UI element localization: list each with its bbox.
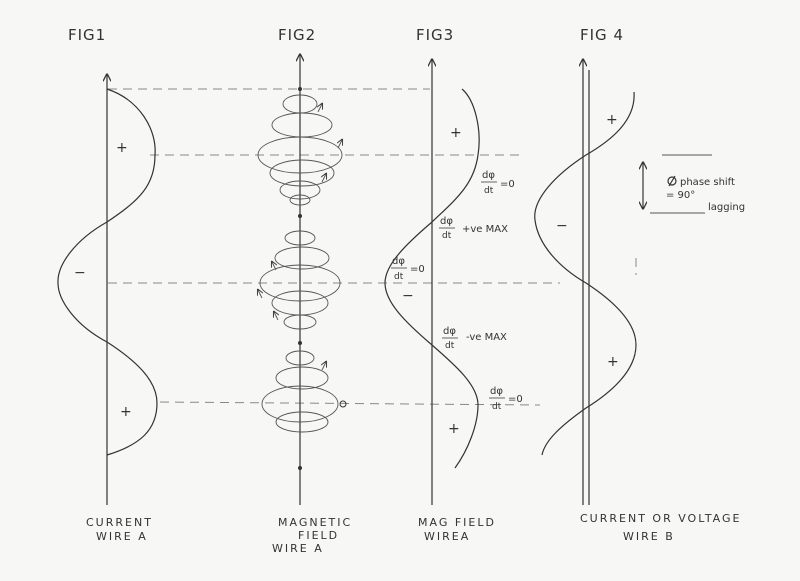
fig4-caption-line-2: WIRE B [623,530,675,543]
fig2-axis-node-2 [298,214,302,218]
fig3-dphi-label-2: dφ [440,216,453,227]
fig4-phase-shift-note: phase shift = 90° lagging [643,154,745,214]
phase-shift-lagging: lagging [708,202,745,213]
fig3-neg-max-label: -ve MAX [466,332,507,343]
phase-shift-label: phase shift [680,177,735,188]
fig3-annot-zero-bottom: dφ dt =0 [489,386,523,412]
fig4-title: FIG 4 [580,26,624,44]
fig1-sign-negative: − [74,265,86,281]
fig3-caption-line-1: MAG FIELD [418,516,496,529]
fig1-title: FIG1 [68,26,106,44]
fig3-dphi-label-5: dφ [490,386,503,397]
fig3-dphi-label-4: dφ [443,326,456,337]
fig1-caption-line-1: CURRENT [86,516,153,529]
fig3-dt-label-5: dt [492,402,502,412]
fig1-sign-positive-2: + [120,404,132,420]
fig3-sine-wave [384,88,480,469]
fig2-magnetic-field-wire-a: FIG2 [257,26,352,555]
fig2-caption-line-3: WIRE A [272,542,324,555]
fig4-sign-positive-2: + [607,354,619,370]
fig3-dt-label-2: dt [442,231,452,241]
phase-shift-value: = 90° [666,190,695,201]
fig1-current-wire-a: FIG1 + − + CURRENT WIRE A [57,26,158,543]
fig4-current-or-voltage-wire-b: FIG 4 + − + phase shift = 90° lagging CU… [534,26,745,543]
fig4-caption-line-1: CURRENT OR VOLTAGE [580,512,742,525]
fig2-axis-node-3 [298,341,302,345]
fig2-field-loops-middle [258,230,341,330]
fig1-sine-wave [57,88,158,456]
fig3-sign-positive-1: + [450,125,462,141]
dashed-guide-lines [108,88,560,406]
fig3-annot-zero-trough: dφ dt =0 [391,256,425,282]
fig3-annot-negative-max: dφ dt -ve MAX [442,326,507,351]
guide-line-peak-2 [159,401,541,406]
fig4-sine-wave [534,91,637,456]
fig2-axis-node-4 [298,466,302,470]
fig3-mag-field-wire-a: FIG3 + − + dφ dt =0 dφ dt +ve MAX dφ dt … [384,26,523,543]
fig3-dt-label-3: dt [394,272,404,282]
fig3-pos-max-label: +ve MAX [462,224,508,235]
fig3-sign-negative: − [402,288,414,304]
fig1-sign-positive-1: + [116,140,128,156]
fig3-zero-label-5: =0 [508,394,523,405]
fig2-caption-line-2: FIELD [298,529,339,542]
fig3-dt-label-1: dt [484,186,494,196]
phi-symbol [667,176,677,186]
fig3-caption-line-2: WIREA [424,530,470,543]
fig2-field-loops-upper [257,94,342,206]
fig3-title: FIG3 [416,26,454,44]
fig2-axis-node-1 [298,87,302,91]
fig2-caption-line-1: MAGNETIC [278,516,352,529]
fig3-dphi-label-1: dφ [482,170,495,181]
fig3-zero-label-1: =0 [500,179,515,190]
fig3-dphi-label-3: dφ [392,256,405,267]
fig3-annot-positive-max: dφ dt +ve MAX [439,216,508,241]
fig3-zero-label-3: =0 [410,264,425,275]
fig4-sign-positive-1: + [606,112,618,128]
fig2-field-loops-lower [261,350,347,433]
fig3-annot-zero-top: dφ dt =0 [481,170,515,196]
fig3-dt-label-4: dt [445,341,455,351]
fig4-sign-negative: − [556,218,568,234]
fig2-title: FIG2 [278,26,316,44]
fig3-sign-positive-2: + [448,421,460,437]
fig1-caption-line-2: WIRE A [96,530,148,543]
